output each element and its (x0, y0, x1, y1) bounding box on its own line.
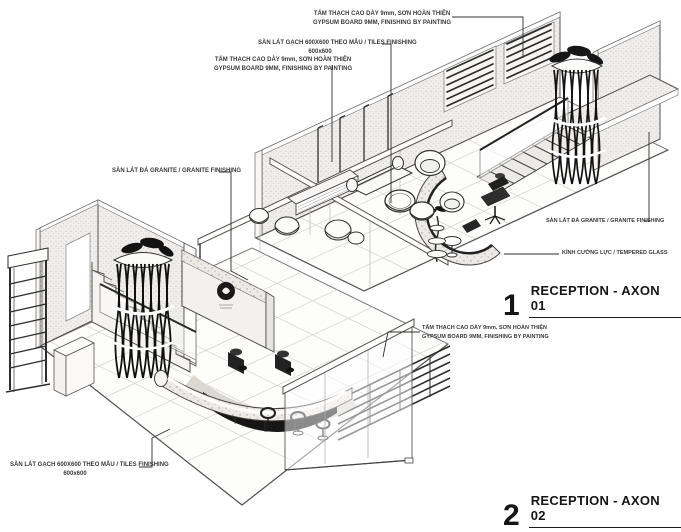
annotation-line: SÀN LÁT GẠCH 600X600 THEO MẪU / TILES FI… (258, 39, 382, 48)
annotation-line: GYPSUM BOARD 9MM, FINISHING BY PAINTING (310, 19, 454, 28)
annotation-granite-right: SÀN LÁT ĐÁ GRANITE / GRANITE FINISHING (546, 217, 664, 226)
view-number: 2 (503, 503, 520, 529)
annotation-line: SÀN LÁT ĐÁ GRANITE / GRANITE FINISHING (546, 217, 664, 226)
annotation-gypsum-upper-left: TẤM THẠCH CAO DÀY 9mm, SƠN HOÀN THIỆN GY… (214, 56, 352, 75)
annotation-tiles-top: SÀN LÁT GẠCH 600X600 THEO MẪU / TILES FI… (258, 39, 382, 58)
annotation-gypsum-mid: TẤM THẠCH CAO DÀY 9mm, SƠN HOÀN THIỆN GY… (422, 324, 520, 341)
view-title-label: RECEPTION - AXON 01 (529, 283, 681, 318)
annotation-line: SÀN LÁT GẠCH 600X600 THEO MẪU / TILES FI… (10, 461, 140, 470)
view-title-axon-02: 2 RECEPTION - AXON 02 (503, 493, 681, 528)
annotation-granite-left: SÀN LÁT ĐÁ GRANITE / GRANITE FINISHING (112, 167, 241, 176)
annotation-line: KÍNH CƯỜNG LỰC / TEMPERED GLASS (562, 249, 668, 258)
annotation-line: TẤM THẠCH CAO DÀY 9mm, SƠN HOÀN THIỆN (214, 56, 352, 65)
annotation-line: TẤM THẠCH CAO DÀY 9mm, SƠN HOÀN THIỆN (422, 324, 520, 333)
annotation-line: SÀN LÁT ĐÁ GRANITE / GRANITE FINISHING (112, 167, 241, 176)
annotation-gypsum-top: TẤM THẠCH CAO DÀY 9mm, SƠN HOÀN THIỆN GY… (310, 10, 454, 29)
view-number: 1 (503, 293, 520, 319)
annotation-line: GYPSUM BOARD 9MM, FINISHING BY PAINTING (422, 333, 520, 342)
annotation-line: GYPSUM BOARD 9MM, FINISHING BY PAINTING (214, 65, 352, 74)
view-title-label: RECEPTION - AXON 02 (529, 493, 681, 528)
annotation-tempered-glass: KÍNH CƯỜNG LỰC / TEMPERED GLASS (562, 249, 668, 258)
annotation-line: TẤM THẠCH CAO DÀY 9mm, SƠN HOÀN THIỆN (310, 10, 454, 19)
view-title-axon-01: 1 RECEPTION - AXON 01 (503, 283, 681, 318)
annotation-tiles-bottom: SÀN LÁT GẠCH 600X600 THEO MẪU / TILES FI… (10, 461, 140, 480)
annotation-line: 600x600 (10, 470, 140, 479)
doorway (66, 233, 90, 321)
